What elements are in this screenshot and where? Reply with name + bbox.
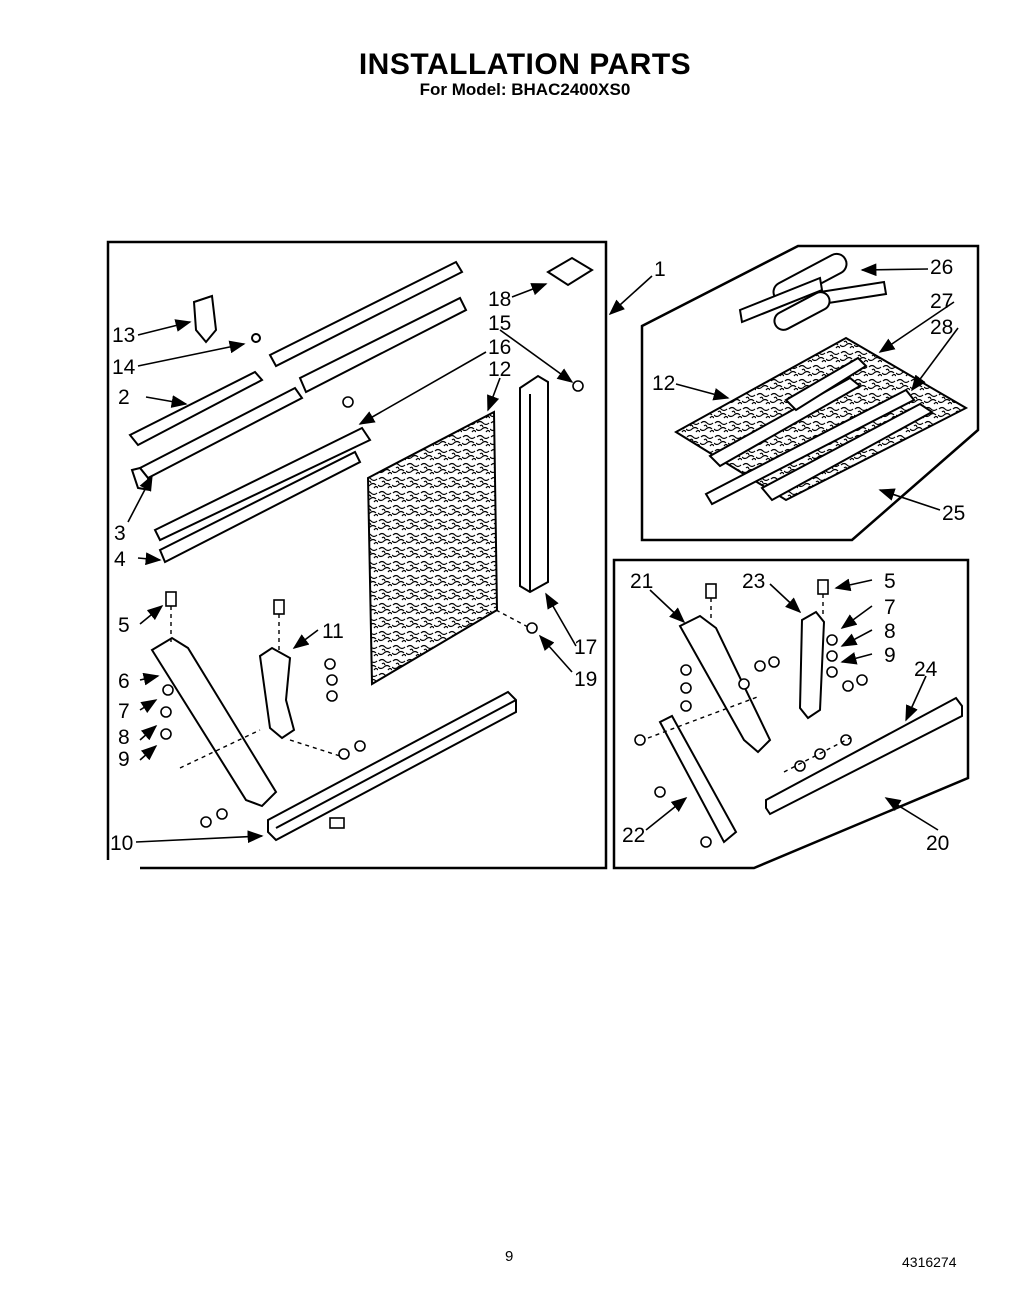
channel-part-3: [130, 296, 468, 564]
block-part-18: [546, 256, 594, 287]
callout-12-right: 12: [652, 372, 675, 395]
callout-20: 20: [926, 832, 949, 855]
hardware-left: [160, 380, 584, 829]
callout-12-left: 12: [488, 358, 511, 381]
callout-16: 16: [488, 336, 511, 359]
foam-panel-part-12: [366, 410, 499, 686]
bar-part-24: [765, 696, 963, 816]
callout-26: 26: [930, 256, 953, 279]
callout-28: 28: [930, 316, 953, 339]
callout-11: 11: [322, 620, 344, 643]
seal-kit-frame: [640, 244, 980, 542]
assembly-lines-left: [170, 606, 531, 769]
model-subtitle: For Model: BHAC2400XS0: [419, 80, 631, 99]
brace-kit-frame: [612, 558, 970, 870]
callout-4: 4: [114, 548, 126, 571]
brace-part-21: [678, 614, 772, 754]
page-title: INSTALLATION PARTS: [358, 48, 692, 81]
bar-part-10: [267, 690, 517, 842]
callout-2: 2: [118, 386, 130, 409]
callout-25: 25: [942, 502, 965, 525]
callout-9-left: 9: [118, 748, 130, 771]
callout-labels: 1 2 3 4 5 5 6 7 7 8 8 9 9 10 11 12 12 13…: [110, 256, 965, 855]
callout-5-right: 5: [884, 570, 896, 593]
callout-18: 18: [488, 288, 511, 311]
brace-part-22: [658, 714, 738, 844]
callout-24: 24: [914, 658, 938, 681]
callout-21: 21: [630, 570, 653, 593]
callout-8-left: 8: [118, 726, 130, 749]
bracket-part-13: [192, 294, 261, 344]
assembly-lines-right: [647, 594, 851, 773]
seal-part-26: [738, 252, 888, 331]
callout-10: 10: [110, 832, 133, 855]
foam-part-27: [674, 336, 969, 502]
hardware-right: [634, 579, 868, 848]
leg-part-6: [150, 636, 278, 808]
callout-17: 17: [574, 636, 597, 659]
callout-3: 3: [114, 522, 126, 545]
rail-part-2: [128, 260, 464, 447]
bracket-part-11: [258, 646, 296, 740]
callout-7-right: 7: [884, 596, 896, 619]
page-number: 9: [505, 1248, 514, 1265]
callout-27: 27: [930, 290, 953, 313]
callout-15: 15: [488, 312, 511, 335]
callout-19: 19: [574, 668, 597, 691]
callout-14: 14: [112, 356, 136, 379]
callout-8-right: 8: [884, 620, 896, 643]
post-part-17: [519, 374, 549, 594]
brace-part-23: [798, 610, 826, 720]
strips-part-28: [704, 356, 934, 506]
callout-13: 13: [112, 324, 135, 347]
callout-9-right: 9: [884, 644, 896, 667]
left-kit-frame: [106, 240, 608, 870]
callout-6: 6: [118, 670, 130, 693]
callout-5-left: 5: [118, 614, 130, 637]
document-code: 4316274: [902, 1254, 957, 1270]
callout-23: 23: [742, 570, 765, 593]
callout-22: 22: [622, 824, 645, 847]
callout-7-left: 7: [118, 700, 130, 723]
callout-1: 1: [654, 258, 666, 281]
leader-lines: [127, 263, 959, 844]
